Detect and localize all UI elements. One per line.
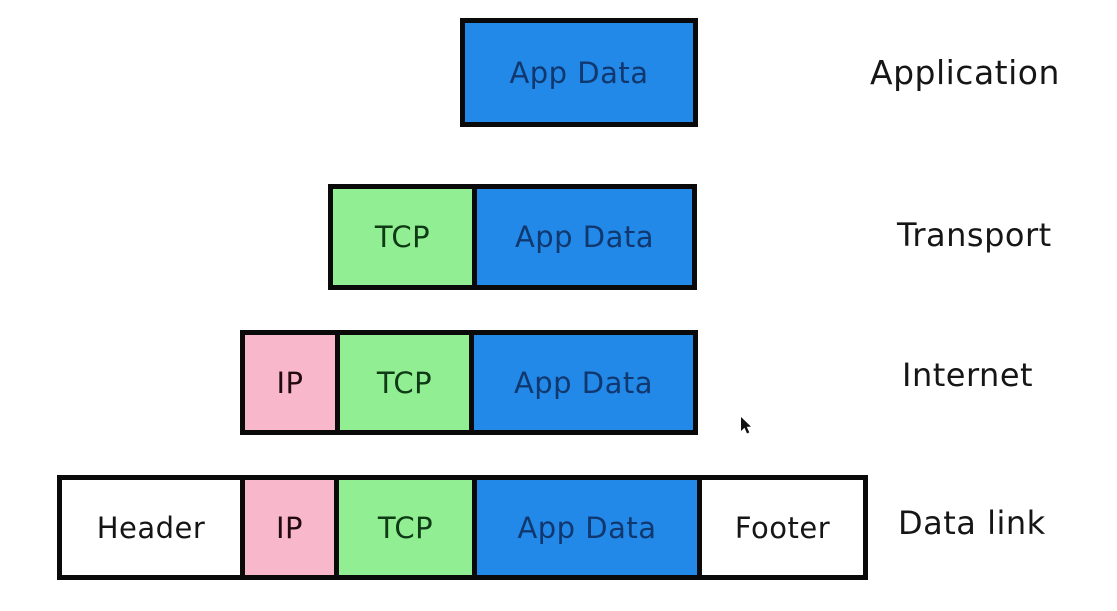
box-tcp: TCP (334, 480, 472, 575)
row-datalink: Header IP TCP App Data Footer (57, 475, 868, 580)
box-app-data: App Data (465, 23, 693, 122)
box-tcp: TCP (335, 335, 469, 430)
row-internet: IP TCP App Data (240, 330, 698, 435)
box-ip: IP (245, 335, 335, 430)
box-header: Header (62, 480, 240, 575)
box-tcp: TCP (333, 189, 472, 285)
mouse-pointer-icon (741, 417, 751, 434)
box-app-data: App Data (469, 335, 693, 430)
layer-label-internet: Internet (902, 356, 1034, 394)
box-app-data: App Data (472, 480, 697, 575)
layer-label-data-link: Data link (898, 504, 1046, 542)
row-application: App Data (460, 18, 698, 127)
layer-label-transport: Transport (897, 216, 1052, 254)
box-footer: Footer (697, 480, 863, 575)
layer-label-application: Application (870, 53, 1060, 92)
box-app-data: App Data (472, 189, 692, 285)
row-transport: TCP App Data (328, 184, 697, 290)
box-ip: IP (240, 480, 334, 575)
